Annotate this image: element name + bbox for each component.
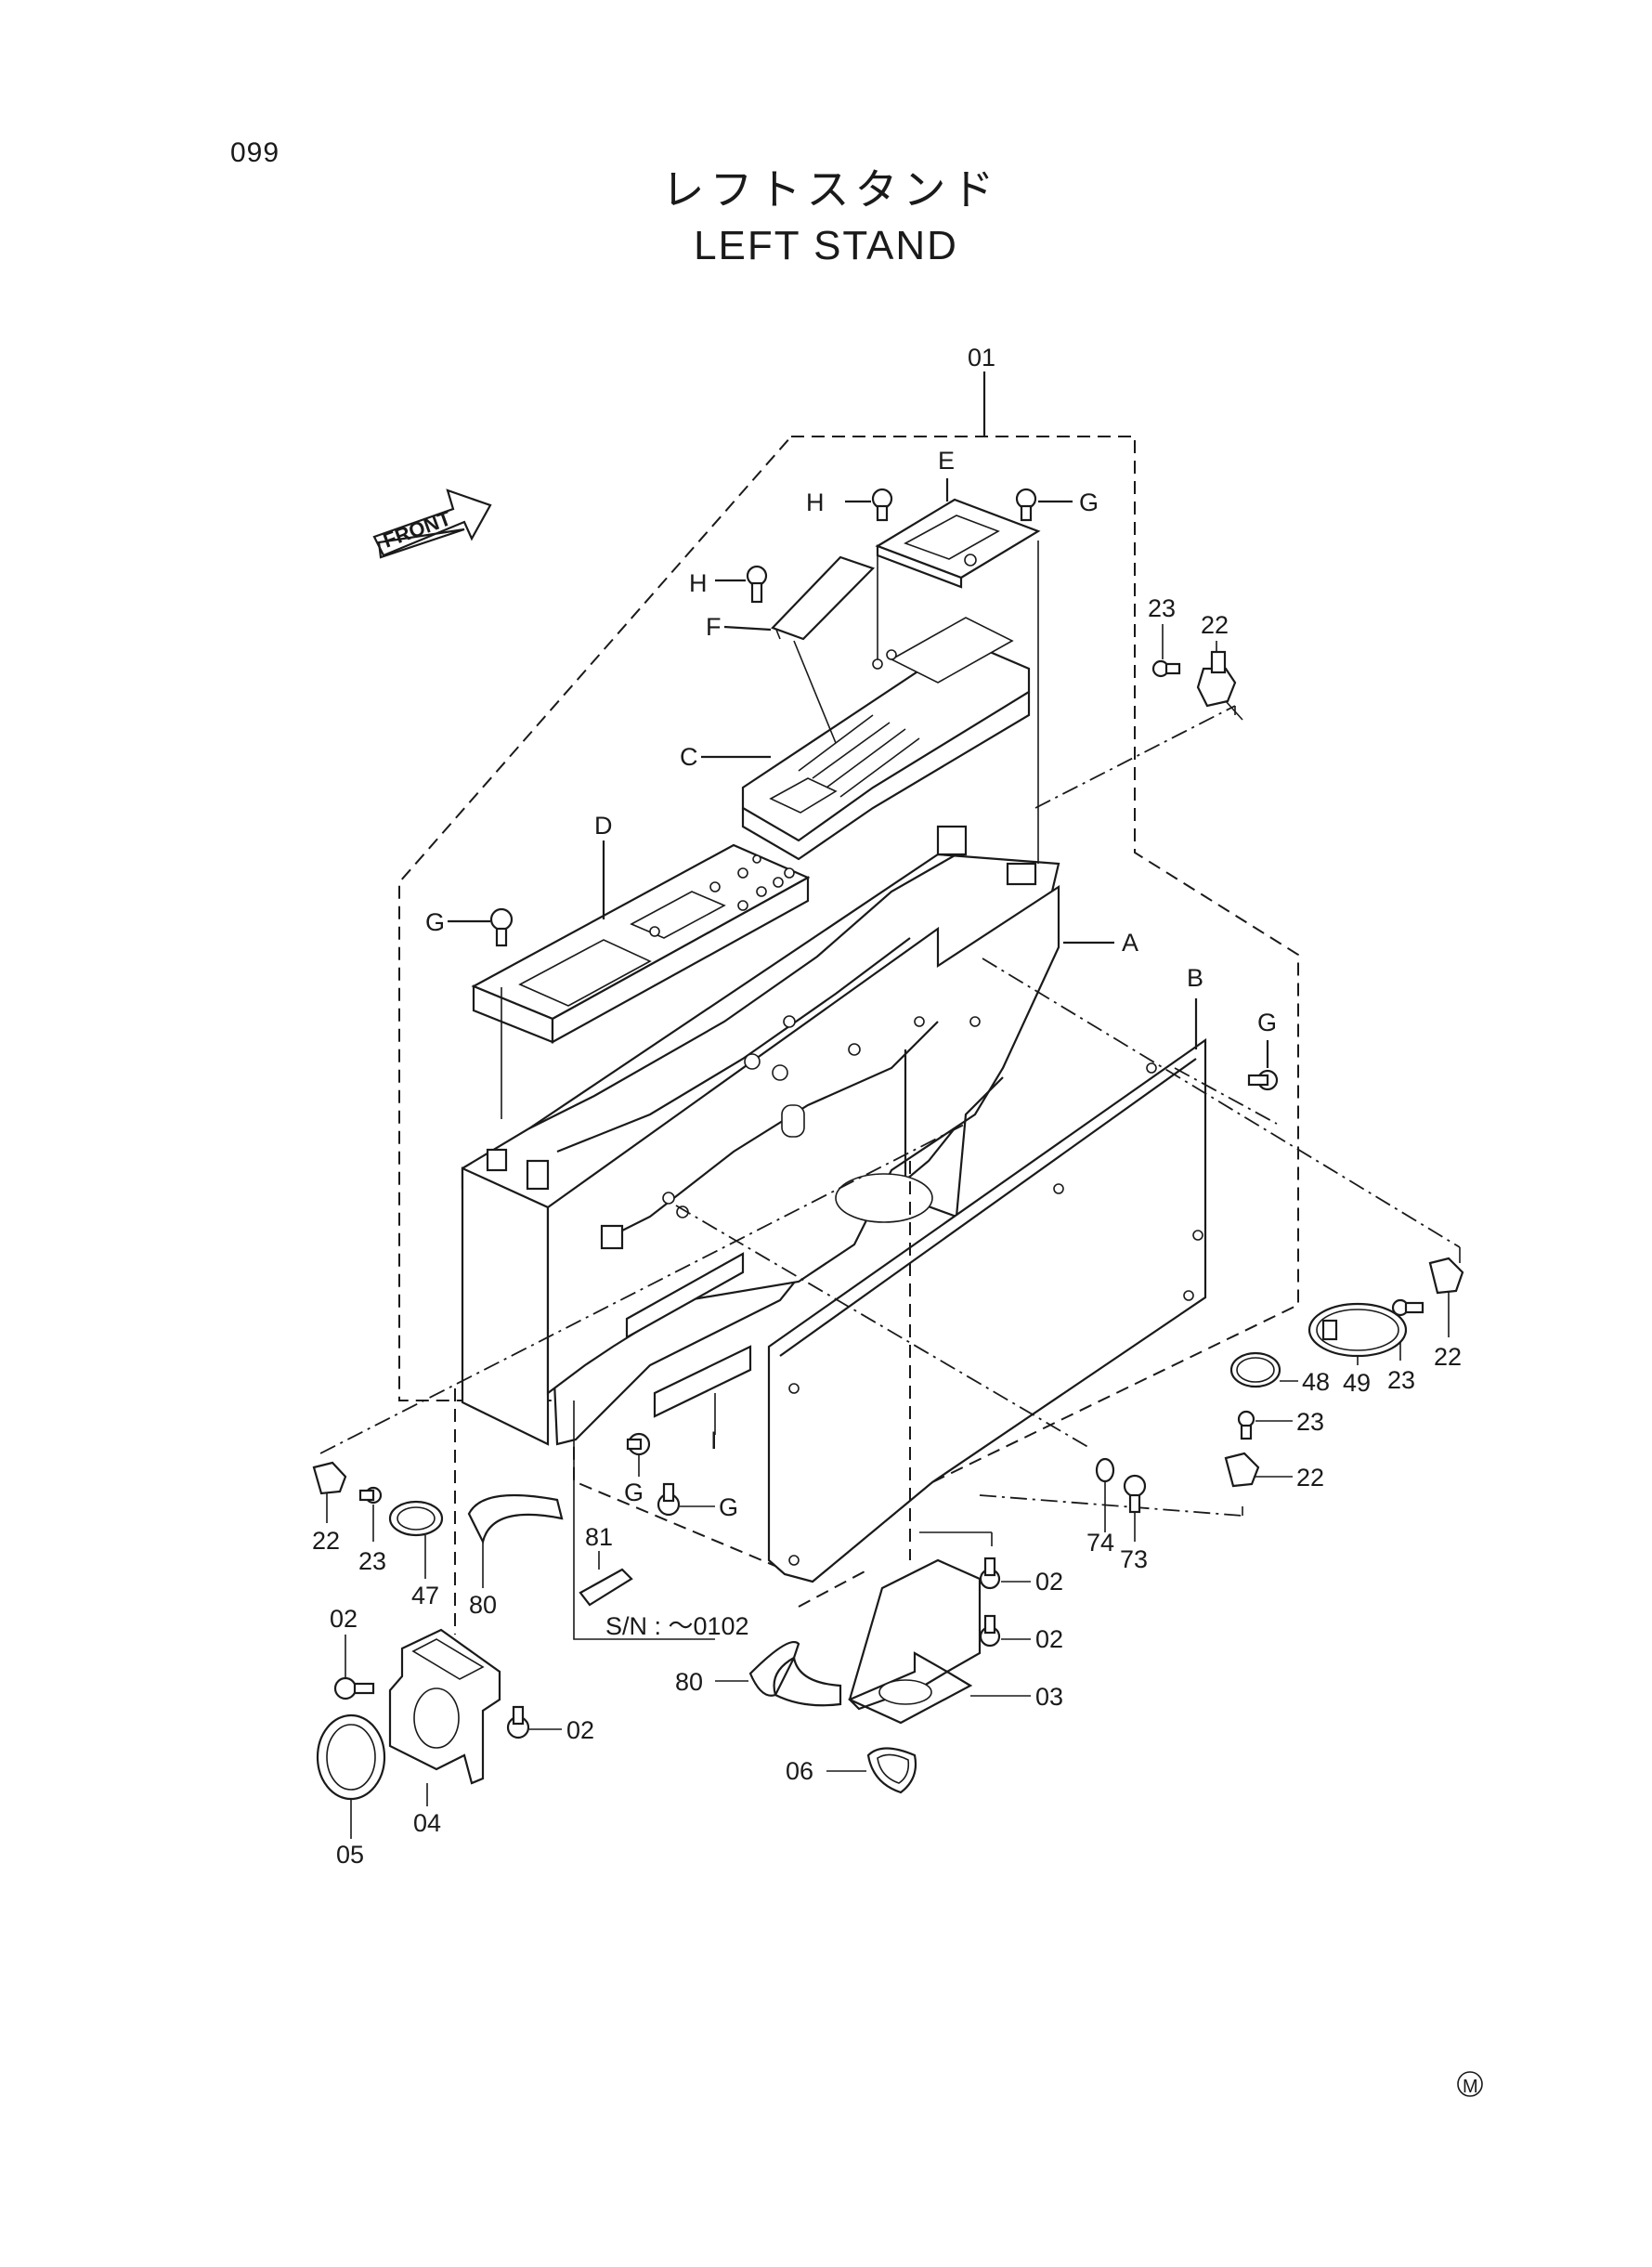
label-73: 73: [1120, 1545, 1148, 1573]
grommet-80-bottom-icon: [715, 1569, 869, 1707]
label-23-top: 23: [1148, 594, 1176, 622]
part-E-cover: [875, 498, 1041, 589]
label-80-bottom: 80: [675, 1668, 703, 1696]
bolt-23-mid-icon: [1237, 1410, 1293, 1440]
part-A-frame: [461, 825, 1060, 1446]
bolt-02-right1-icon: [979, 1557, 1031, 1590]
label-23-right: 23: [1387, 1366, 1415, 1394]
label-A: A: [1122, 929, 1138, 957]
bolt-H-top-icon: [845, 488, 893, 522]
label-01: 01: [968, 344, 995, 371]
label-H-left: H: [689, 569, 708, 597]
seal-05-icon: [316, 1713, 386, 1839]
title-block: レフトスタンド LEFT STAND: [0, 156, 1652, 269]
label-G-right: G: [1257, 1009, 1277, 1036]
clamp-47-icon: [388, 1500, 444, 1579]
part-D-plate: [471, 843, 811, 1119]
leader-lines: [602, 478, 1198, 1049]
title-japanese: レフトスタンド: [661, 164, 1000, 215]
page-number: 099: [230, 137, 280, 168]
label-04: 04: [413, 1809, 441, 1837]
title-english: LEFT STAND: [694, 223, 958, 268]
label-D: D: [594, 812, 613, 840]
clip-22-mid-icon: [1224, 1452, 1293, 1488]
grommet-06-icon: [826, 1747, 917, 1794]
bolt-73-icon: [1123, 1474, 1147, 1542]
clip-22-left-icon: [312, 1461, 347, 1523]
label-74: 74: [1086, 1529, 1114, 1557]
part-C-plate: [741, 617, 1031, 861]
bracket-04-icon: [388, 1388, 501, 1806]
label-22-top: 22: [1201, 611, 1229, 639]
label-47: 47: [411, 1582, 439, 1609]
label-02-right2: 02: [1035, 1625, 1063, 1653]
part-F-plate: [771, 555, 876, 641]
clamp-48-icon: [1229, 1351, 1298, 1388]
label-48: 48: [1302, 1368, 1330, 1396]
bolt-G-right-icon: [1247, 1040, 1279, 1091]
label-23-left: 23: [358, 1547, 386, 1575]
m-mark-text: M: [1463, 2077, 1478, 2097]
label-F: F: [706, 613, 722, 641]
bolt-H-left-icon: [715, 565, 768, 604]
label-G-bottom1: G: [624, 1479, 644, 1506]
bolt-G-D-icon: [448, 907, 514, 947]
label-C: C: [680, 743, 698, 771]
clip-22-top-icon: [1196, 650, 1243, 721]
bolt-G-bottom2-icon: [657, 1482, 715, 1517]
bolt-G-bottom1-icon: [626, 1432, 651, 1477]
label-E: E: [938, 447, 955, 475]
label-02-center: 02: [566, 1716, 594, 1744]
label-03: 03: [1035, 1683, 1063, 1711]
washer-74-icon: [1095, 1457, 1115, 1532]
bolt-02-right2-icon: [979, 1614, 1031, 1648]
label-B: B: [1187, 964, 1203, 992]
grommet-80-left-icon: [467, 1493, 564, 1588]
clamp-49-icon: [1307, 1302, 1408, 1365]
front-arrow-icon: FRONT: [372, 489, 492, 559]
label-05: 05: [336, 1841, 364, 1869]
bolt-G-top-icon: [1015, 488, 1073, 522]
label-G-bottom2: G: [719, 1493, 738, 1521]
pad-81-icon: [579, 1551, 633, 1607]
bracket-03-icon: [848, 1531, 1031, 1725]
label-I: I: [710, 1427, 718, 1454]
label-80-left: 80: [469, 1591, 497, 1619]
serial-note: S/N : ～0102: [605, 1612, 749, 1640]
label-22-mid: 22: [1296, 1464, 1324, 1492]
clip-22-right-icon: [1428, 1257, 1464, 1337]
serial-bracket: [573, 1401, 715, 1640]
label-22-left: 22: [312, 1527, 340, 1555]
label-G-D: G: [425, 908, 445, 936]
label-49: 49: [1343, 1369, 1371, 1397]
label-02-left: 02: [330, 1605, 358, 1633]
bolt-23-top-icon: [1151, 624, 1181, 678]
bolt-02-left-icon: [333, 1635, 375, 1700]
part-labels: 01 E H G H F C D G A B G 23 22 23 22 49 …: [312, 344, 1462, 1869]
label-23-mid: 23: [1296, 1408, 1324, 1436]
label-81: 81: [585, 1523, 613, 1551]
label-H-top: H: [806, 489, 825, 516]
bolt-02-center-icon: [506, 1705, 562, 1739]
bolt-23-left-icon: [358, 1486, 383, 1542]
label-G-top: G: [1079, 489, 1099, 516]
alignment-lines: [319, 541, 1461, 1560]
label-22-right: 22: [1434, 1343, 1462, 1371]
label-02-right1: 02: [1035, 1568, 1063, 1596]
label-06: 06: [786, 1757, 813, 1785]
m-mark-icon: M: [1457, 2071, 1483, 2097]
